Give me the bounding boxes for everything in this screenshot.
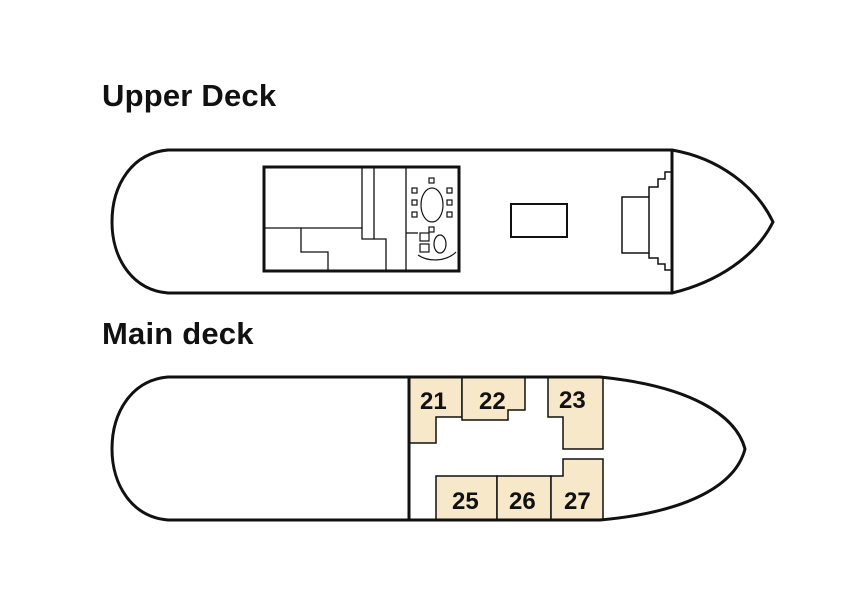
main-deck-plan: 21 22 23 25 26 27 <box>110 375 747 522</box>
wheelhouse <box>621 171 672 271</box>
dining-table-with-chairs <box>411 177 453 233</box>
main-deck-title: Main deck <box>102 316 254 351</box>
upper-deck-partitions <box>264 167 418 271</box>
main-deck-hull <box>110 375 747 522</box>
upper-deck-title: Upper Deck <box>102 78 277 113</box>
main-deck-cabin-fills <box>408 376 604 521</box>
washroom-fixtures <box>417 232 457 261</box>
cabin-21-label: 21 <box>420 388 447 415</box>
cabin-25-label: 25 <box>452 488 479 515</box>
upper-deck-plan <box>110 148 775 295</box>
cabin-22-label: 22 <box>479 388 506 415</box>
cabin-23-label: 23 <box>559 387 586 414</box>
main-deck-cabin-labels: 21 22 23 25 26 27 <box>420 387 591 515</box>
cabin-27-label: 27 <box>564 488 591 515</box>
cabin-26-label: 26 <box>509 488 536 515</box>
upper-deck-hatch <box>510 203 568 238</box>
